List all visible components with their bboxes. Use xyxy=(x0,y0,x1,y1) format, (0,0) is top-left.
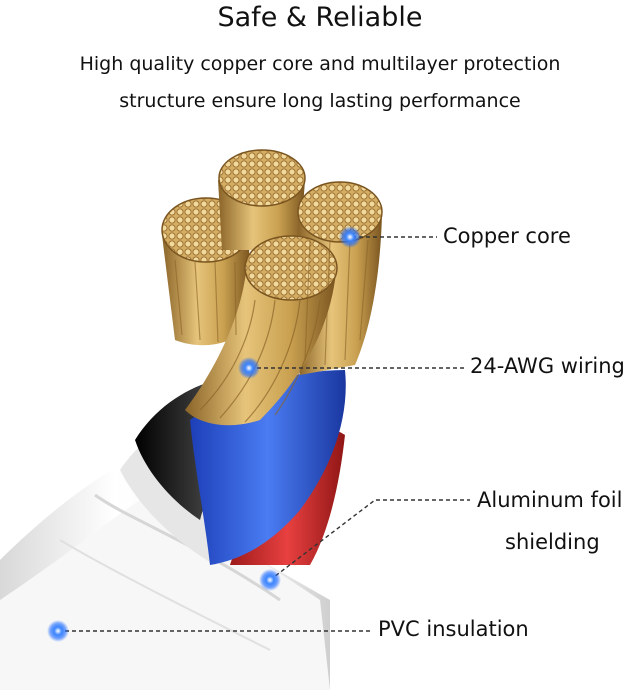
dot-pvc-insulation xyxy=(47,620,69,642)
leader-foil-shielding xyxy=(269,499,470,581)
copper-bundles xyxy=(161,149,383,426)
page-title: Safe & Reliable xyxy=(217,2,423,33)
subtitle-line-2: structure ensure long lasting performanc… xyxy=(119,90,521,112)
dot-copper-core xyxy=(339,226,361,248)
pointer-dots xyxy=(47,226,361,642)
label-foil-line-1: Aluminum foil xyxy=(477,488,623,512)
label-copper-core: Copper core xyxy=(443,224,571,248)
subtitle-line-1: High quality copper core and multilayer … xyxy=(79,53,561,75)
label-awg-wiring: 24-AWG wiring xyxy=(470,354,625,378)
dot-awg-wiring xyxy=(238,357,260,379)
label-pvc-insulation: PVC insulation xyxy=(378,617,529,641)
dot-foil-shielding xyxy=(259,569,281,591)
leader-lines xyxy=(58,236,470,632)
label-foil-line-2: shielding xyxy=(505,530,600,554)
